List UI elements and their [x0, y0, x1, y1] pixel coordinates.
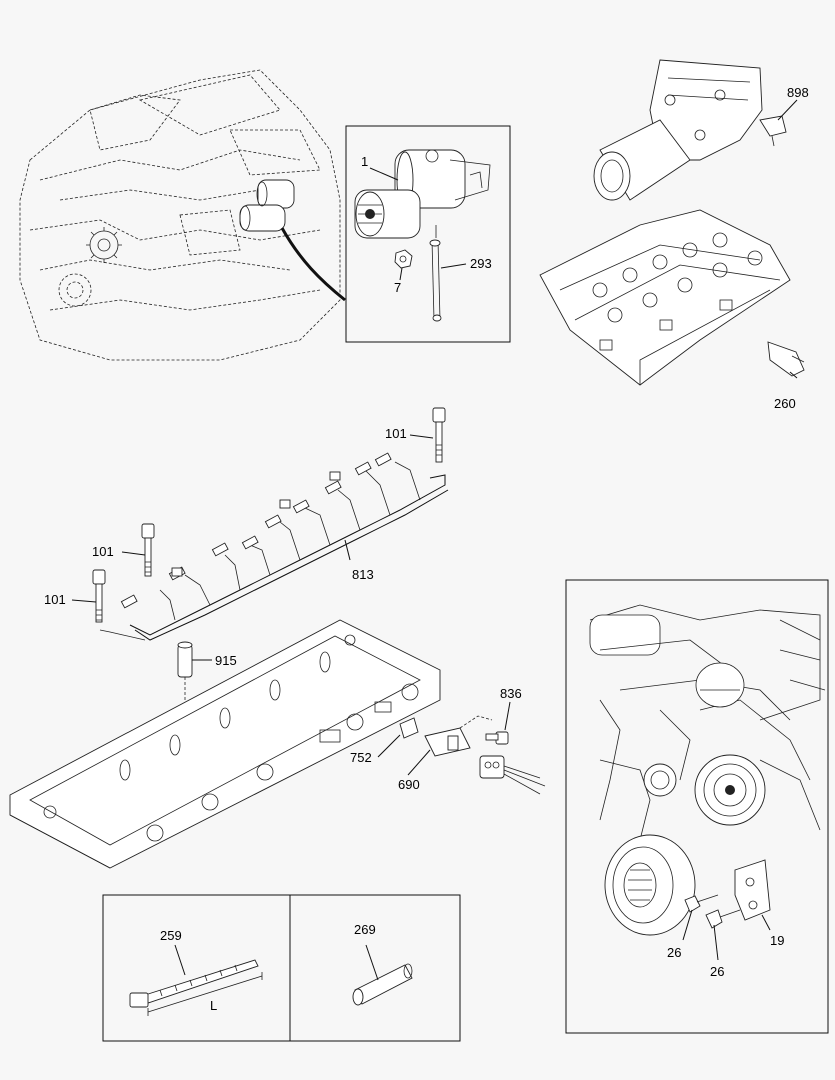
callout-26-right: 26	[710, 964, 724, 979]
engine-block-illustration	[19, 69, 346, 361]
wiring-harness	[99, 452, 449, 641]
callout-915: 915	[215, 653, 237, 668]
callout-260: 260	[774, 396, 796, 411]
callout-101-mid: 101	[92, 544, 114, 559]
callout-7: 7	[394, 280, 401, 295]
tie-strap-box	[102, 894, 291, 1042]
callout-813: 813	[352, 567, 374, 582]
spacer-269-box	[289, 894, 461, 1042]
dimension-L: L	[210, 998, 217, 1013]
callout-293: 293	[470, 256, 492, 271]
bolt-101-left	[92, 569, 106, 623]
sensor-690	[424, 715, 493, 757]
callout-101-top: 101	[385, 426, 407, 441]
bolt-101-mid	[141, 523, 155, 577]
callout-1: 1	[361, 154, 368, 169]
callout-690: 690	[398, 777, 420, 792]
bolt-836	[485, 731, 509, 745]
thermostat-housing	[593, 59, 787, 201]
alternator-detail	[565, 579, 829, 1034]
leader-lines	[71, 99, 798, 981]
callout-752: 752	[350, 750, 372, 765]
connector-plug	[479, 755, 546, 795]
gasket-752	[399, 717, 419, 739]
callout-269: 269	[354, 922, 376, 937]
callout-898: 898	[787, 85, 809, 100]
rocker-cover-frame	[9, 619, 441, 869]
bolt-101-top	[432, 407, 446, 463]
callout-26-left: 26	[667, 945, 681, 960]
callout-101-left: 101	[44, 592, 66, 607]
callout-259: 259	[160, 928, 182, 943]
cylinder-head	[539, 209, 805, 386]
starter-motor-detail	[345, 125, 511, 343]
callout-19: 19	[770, 933, 784, 948]
callout-labels: 1 7 293 898 260 101 101 101 813 915 836 …	[44, 85, 809, 1013]
callout-836: 836	[500, 686, 522, 701]
